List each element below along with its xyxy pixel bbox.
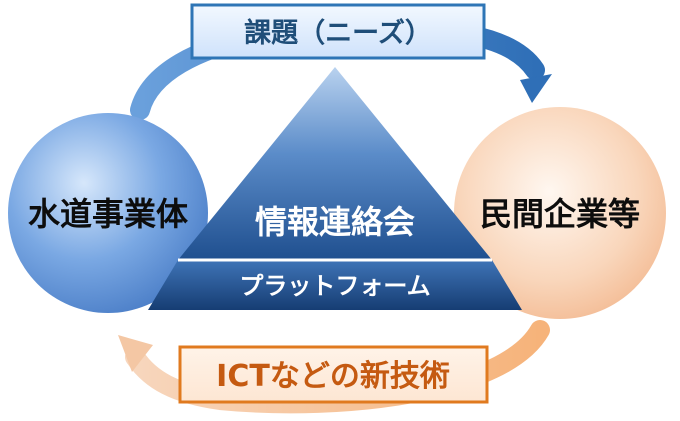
left-circle-label: 水道事業体 <box>28 195 188 233</box>
bottom-box-label: ICTなどの新技術 <box>216 359 450 394</box>
top-box: 課題（ニーズ） <box>190 3 486 60</box>
pyramid: 情報連絡会 プラットフォーム <box>148 67 522 310</box>
top-arrow-head <box>520 74 552 103</box>
right-circle: 民間企業等 <box>454 107 666 319</box>
pyramid-band <box>148 260 522 310</box>
left-circle: 水道事業体 <box>8 113 208 313</box>
top-box-label: 課題（ニーズ） <box>244 17 432 49</box>
right-circle-label: 民間企業等 <box>480 195 640 233</box>
pyramid-bottom-label: プラットフォーム <box>239 272 430 300</box>
bottom-arrow-head <box>118 335 153 372</box>
pyramid-top-label: 情報連絡会 <box>255 203 415 241</box>
bottom-box: ICTなどの新技術 <box>178 345 489 404</box>
